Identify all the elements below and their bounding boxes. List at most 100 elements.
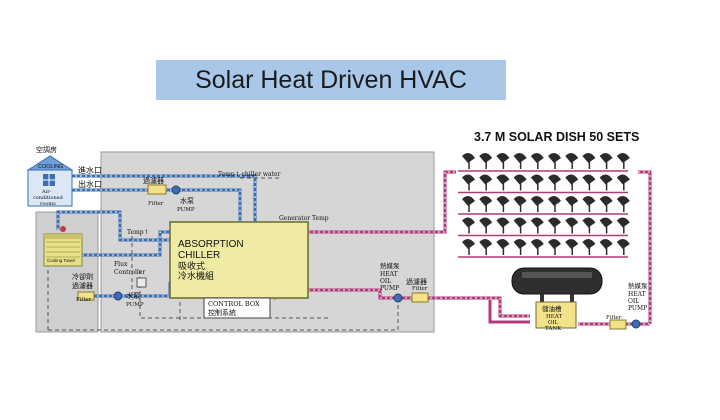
- solar-dish-icon: [599, 217, 613, 234]
- cooling-tag: COOLING: [38, 164, 63, 170]
- chiller-line3: 吸收式: [178, 260, 205, 272]
- coolant-filter-icon: [77, 291, 95, 301]
- heat-oil-pump-mid-en2: OIL: [380, 278, 391, 285]
- solar-dish-icon: [548, 217, 561, 234]
- solar-dish-icon: [565, 152, 579, 169]
- solar-dish-icon: [479, 217, 493, 234]
- water-out-label: 出水口: [78, 179, 102, 189]
- tank-en3: TANK: [545, 326, 562, 332]
- solar-dish-icon: [462, 174, 475, 191]
- solar-dish-icon: [599, 174, 613, 191]
- heat-oil-tank: [511, 267, 603, 329]
- heat-oil-pump-right-en2: OIL: [628, 298, 639, 305]
- room-header: 空調房: [36, 145, 57, 154]
- solar-dish-icon: [479, 174, 493, 191]
- pump-top-zh: 水泵: [180, 196, 194, 205]
- solar-dish-icon: [479, 152, 493, 169]
- tank-zh: 儲油槽: [542, 304, 562, 313]
- chiller-line4: 冷水機組: [178, 270, 214, 282]
- heat-oil-pump-mid-zh: 熱媒泵: [380, 261, 400, 270]
- solar-dish-icon: [462, 152, 475, 169]
- flux-controller-line1: Flux: [114, 261, 128, 268]
- pump-top-en: PUMP: [177, 207, 195, 213]
- pump-bottom-en: PUMP: [126, 302, 144, 308]
- solar-dish-icon: [513, 195, 527, 212]
- filter-mid-icon: [411, 292, 429, 303]
- solar-dish-icon: [599, 152, 613, 169]
- solar-dish-icon: [599, 238, 613, 255]
- heat-oil-pump-mid-en3: PUMP: [380, 285, 399, 292]
- solar-dish-icon: [530, 195, 544, 212]
- solar-dish-icon: [496, 238, 510, 255]
- room-label-line3: rooms: [40, 201, 56, 207]
- solar-dish-icon: [548, 152, 561, 169]
- filter-top-zh: 過濾器: [143, 176, 164, 185]
- heat-oil-pump-mid-en1: HEAT: [380, 271, 398, 278]
- solar-dish-icon: [496, 174, 510, 191]
- solar-dish-icon: [616, 152, 630, 169]
- solar-dish-icon: [462, 217, 475, 234]
- generator-temp-label: Generator Temp: [279, 215, 329, 222]
- solar-dish-icon: [513, 238, 527, 255]
- solar-dish-icon: [548, 174, 561, 191]
- solar-dish-icon: [565, 238, 579, 255]
- filter-right-icon: [609, 319, 627, 330]
- solar-dish-icon: [530, 152, 544, 169]
- control-box-en: CONTROL BOX: [208, 300, 260, 308]
- chiller-line1: ABSORPTION: [178, 239, 244, 250]
- temp-left-label: Temp↑: [127, 229, 149, 236]
- tank-en2: OIL: [548, 320, 559, 326]
- solar-dish-icon: [582, 217, 596, 234]
- solar-dish-icon: [530, 238, 544, 255]
- solar-dish-icon: [496, 217, 510, 234]
- solar-dish-icon: [616, 238, 630, 255]
- solar-dish-icon: [513, 217, 527, 234]
- filter-top-icon: [147, 184, 167, 195]
- heat-oil-pump-mid-icon: [393, 293, 403, 303]
- solar-dish-icon: [565, 195, 579, 212]
- tank-en1: HEAT: [546, 314, 562, 320]
- cooling-tower-area: [35, 211, 99, 333]
- coolant-filter-zh-2: 過濾器: [72, 281, 93, 290]
- solar-dish-icon: [462, 238, 475, 255]
- control-box: [203, 297, 271, 319]
- chiller-line2: CHILLER: [178, 250, 220, 261]
- room-label-line2: conditioned: [33, 195, 64, 201]
- flux-controller-line2: Controller: [114, 269, 145, 276]
- solar-dish-icon: [599, 195, 613, 212]
- solar-dish-icon: [548, 195, 561, 212]
- solar-dish-field: [456, 152, 638, 270]
- filter-right-en: Filter: [606, 315, 622, 321]
- solar-dish-icon: [582, 238, 596, 255]
- pump-top-icon: [171, 185, 181, 195]
- solar-dish-icon: [616, 217, 630, 234]
- heat-oil-pump-right-zh: 熱媒泵: [628, 281, 648, 290]
- room-label-line1: Air-: [41, 189, 52, 195]
- solar-dish-icon: [582, 152, 596, 169]
- cooling-tower-label: Cooling Tower: [47, 258, 76, 263]
- solar-dish-icon: [582, 195, 596, 212]
- solar-dish-icon: [548, 238, 561, 255]
- absorption-chiller: [169, 221, 309, 299]
- heat-oil-pump-right-icon: [631, 319, 641, 329]
- pump-bottom-zh: 水泵: [126, 291, 140, 300]
- air-conditioned-room: [26, 155, 74, 207]
- pump-bottom-icon: [113, 291, 123, 301]
- solar-dish-icon: [530, 217, 544, 234]
- solar-dish-icon: [616, 195, 630, 212]
- solar-dish-icon: [530, 174, 544, 191]
- solar-dish-icon: [565, 217, 579, 234]
- heat-oil-pump-right-en1: HEAT: [628, 291, 646, 298]
- heat-oil-pump-right-en3: PUMP: [628, 305, 647, 312]
- solar-dish-icon: [565, 174, 579, 191]
- coolant-filter-en: Filter: [76, 297, 92, 303]
- filter-mid-en: Filter: [412, 286, 428, 292]
- flux-controller-icon: [136, 277, 147, 288]
- filter-mid-zh: 過濾器: [406, 277, 427, 286]
- solar-dish-icon: [496, 152, 510, 169]
- solar-dish-icon: [462, 195, 475, 212]
- solar-dish-icon: [513, 152, 527, 169]
- filter-top-en: Filter: [148, 201, 164, 207]
- temp-chiller-water-label: Temp↑ chiller water: [218, 171, 281, 178]
